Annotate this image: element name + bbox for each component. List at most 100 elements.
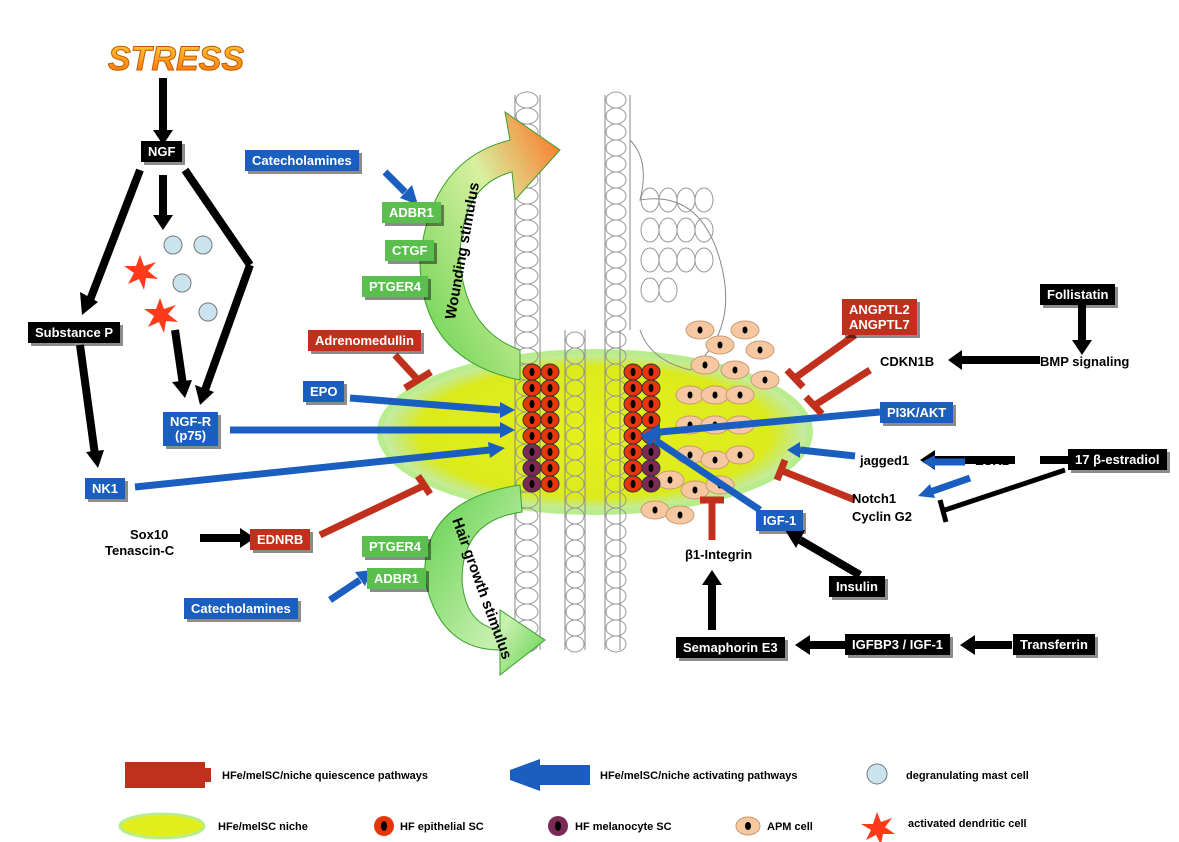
follicle-cell [515, 203, 539, 221]
substance-p-node: Substance P [28, 322, 121, 343]
follicle-cell [515, 219, 539, 237]
bmp-label: BMP signaling [1040, 354, 1130, 369]
follicle-cell [605, 155, 627, 173]
gland-cell [658, 277, 678, 303]
follicle-cell [605, 635, 627, 653]
stem-nucleus [529, 384, 535, 392]
igf1-node: IGF-1 [756, 510, 804, 531]
stem-nucleus [529, 464, 535, 472]
follicle-cell [565, 635, 585, 653]
angptl2-label: ANGPTL2 [849, 302, 910, 317]
follicle-cell [605, 187, 627, 205]
angptl-node: ANGPTL2 ANGPTL7 [842, 299, 917, 335]
stem-nucleus [630, 368, 636, 376]
gland-cell [640, 247, 660, 273]
stem-nucleus [529, 448, 535, 456]
gland-cell [694, 187, 714, 213]
gland-cell [640, 187, 660, 213]
dendritic-cells [124, 255, 178, 333]
apm-nucleus [687, 451, 693, 459]
legend-dendritic: activated dendritic cell [908, 818, 1027, 830]
catecholamines-bottom-node: Catecholamines [184, 598, 298, 619]
semaphorin-node: Semaphorin E3 [676, 637, 785, 658]
apm-nucleus [742, 326, 748, 334]
follicle-cell [605, 571, 627, 589]
nk1-node: NK1 [85, 478, 126, 499]
follicle-cell [605, 331, 627, 349]
ptger4-bottom-node: PTGER4 [362, 536, 429, 557]
stem-nucleus [648, 384, 654, 392]
stem-nucleus [529, 432, 535, 440]
transferrin-node: Transferrin [1013, 634, 1095, 655]
legend-niche: HFe/melSC niche [218, 821, 308, 833]
stem-nucleus [630, 448, 636, 456]
follicle-cell [515, 267, 539, 285]
follicle-cell [605, 283, 627, 301]
stem-nucleus [630, 480, 636, 488]
follicle-cell [605, 107, 627, 125]
follicle-cell [515, 299, 539, 317]
stem-nucleus [648, 480, 654, 488]
stem-nucleus [630, 464, 636, 472]
apm-nucleus [732, 366, 738, 374]
cyclin-label: Cyclin G2 [852, 509, 912, 524]
stem-nucleus [630, 432, 636, 440]
follicle-cell [565, 571, 585, 589]
follicle-cell [565, 587, 585, 605]
stem-nucleus [648, 368, 654, 376]
follicle-cell [605, 123, 627, 141]
follicle-cell [605, 251, 627, 269]
follicle-cell [605, 203, 627, 221]
follicle-cell [515, 539, 539, 557]
arrowheads-black [80, 130, 1092, 655]
follicle-cell [605, 235, 627, 253]
stem-nucleus [630, 400, 636, 408]
gland-cell [658, 217, 678, 243]
follicle-cell [605, 603, 627, 621]
stem-nucleus [648, 464, 654, 472]
wounding-stimulus-arrow [419, 110, 561, 381]
b1-integrin-label: β1-Integrin [685, 547, 753, 562]
follicle-cell [605, 619, 627, 637]
follicle-cell [515, 283, 539, 301]
follicle-cell [515, 331, 539, 349]
follicle-cell [515, 555, 539, 573]
follicle-cell [515, 571, 539, 589]
legend-quiescence: HFe/melSC/niche quiescence pathways [222, 770, 429, 782]
follicle-cell [605, 315, 627, 333]
gland-cell [676, 217, 696, 243]
epo-node: EPO [303, 381, 345, 402]
stem-nucleus [630, 416, 636, 424]
activating-arrows [134, 169, 972, 603]
gland-cell [640, 217, 660, 243]
adrenomedullin-node: Adrenomedullin [308, 330, 421, 351]
apm-nucleus [697, 326, 703, 334]
ednrb-node: EDNRB [250, 529, 311, 550]
stem-nucleus [547, 448, 553, 456]
stem-nucleus [529, 400, 535, 408]
follicle-cell [605, 299, 627, 317]
stem-nucleus [547, 464, 553, 472]
estradiol-node: 17 β-estradiol [1068, 449, 1167, 470]
legend-epithelial: HF epithelial SC [400, 821, 484, 833]
follicle-cell [565, 619, 585, 637]
estradiol-inhibition [937, 467, 1066, 523]
follicle-cell [605, 139, 627, 157]
follicle-cell [515, 523, 539, 541]
ngf-r-node: NGF-R (p75) [163, 412, 219, 446]
apm-nucleus [652, 506, 658, 514]
ctgf-node: CTGF [385, 240, 435, 261]
esr1-label: ESR1 [975, 453, 1009, 468]
apm-nucleus [677, 511, 683, 519]
apm-nucleus [667, 476, 673, 484]
follicle-cell [515, 251, 539, 269]
stress-title: STRESS [108, 40, 244, 78]
follicle-cell [605, 171, 627, 189]
stem-nucleus [547, 432, 553, 440]
apm-cells [640, 320, 780, 525]
follicle-cell [605, 91, 627, 109]
follicle-cell [605, 555, 627, 573]
legend-apm: APM cell [767, 821, 813, 833]
follicle-cell [515, 603, 539, 621]
follicle-cell [605, 539, 627, 557]
